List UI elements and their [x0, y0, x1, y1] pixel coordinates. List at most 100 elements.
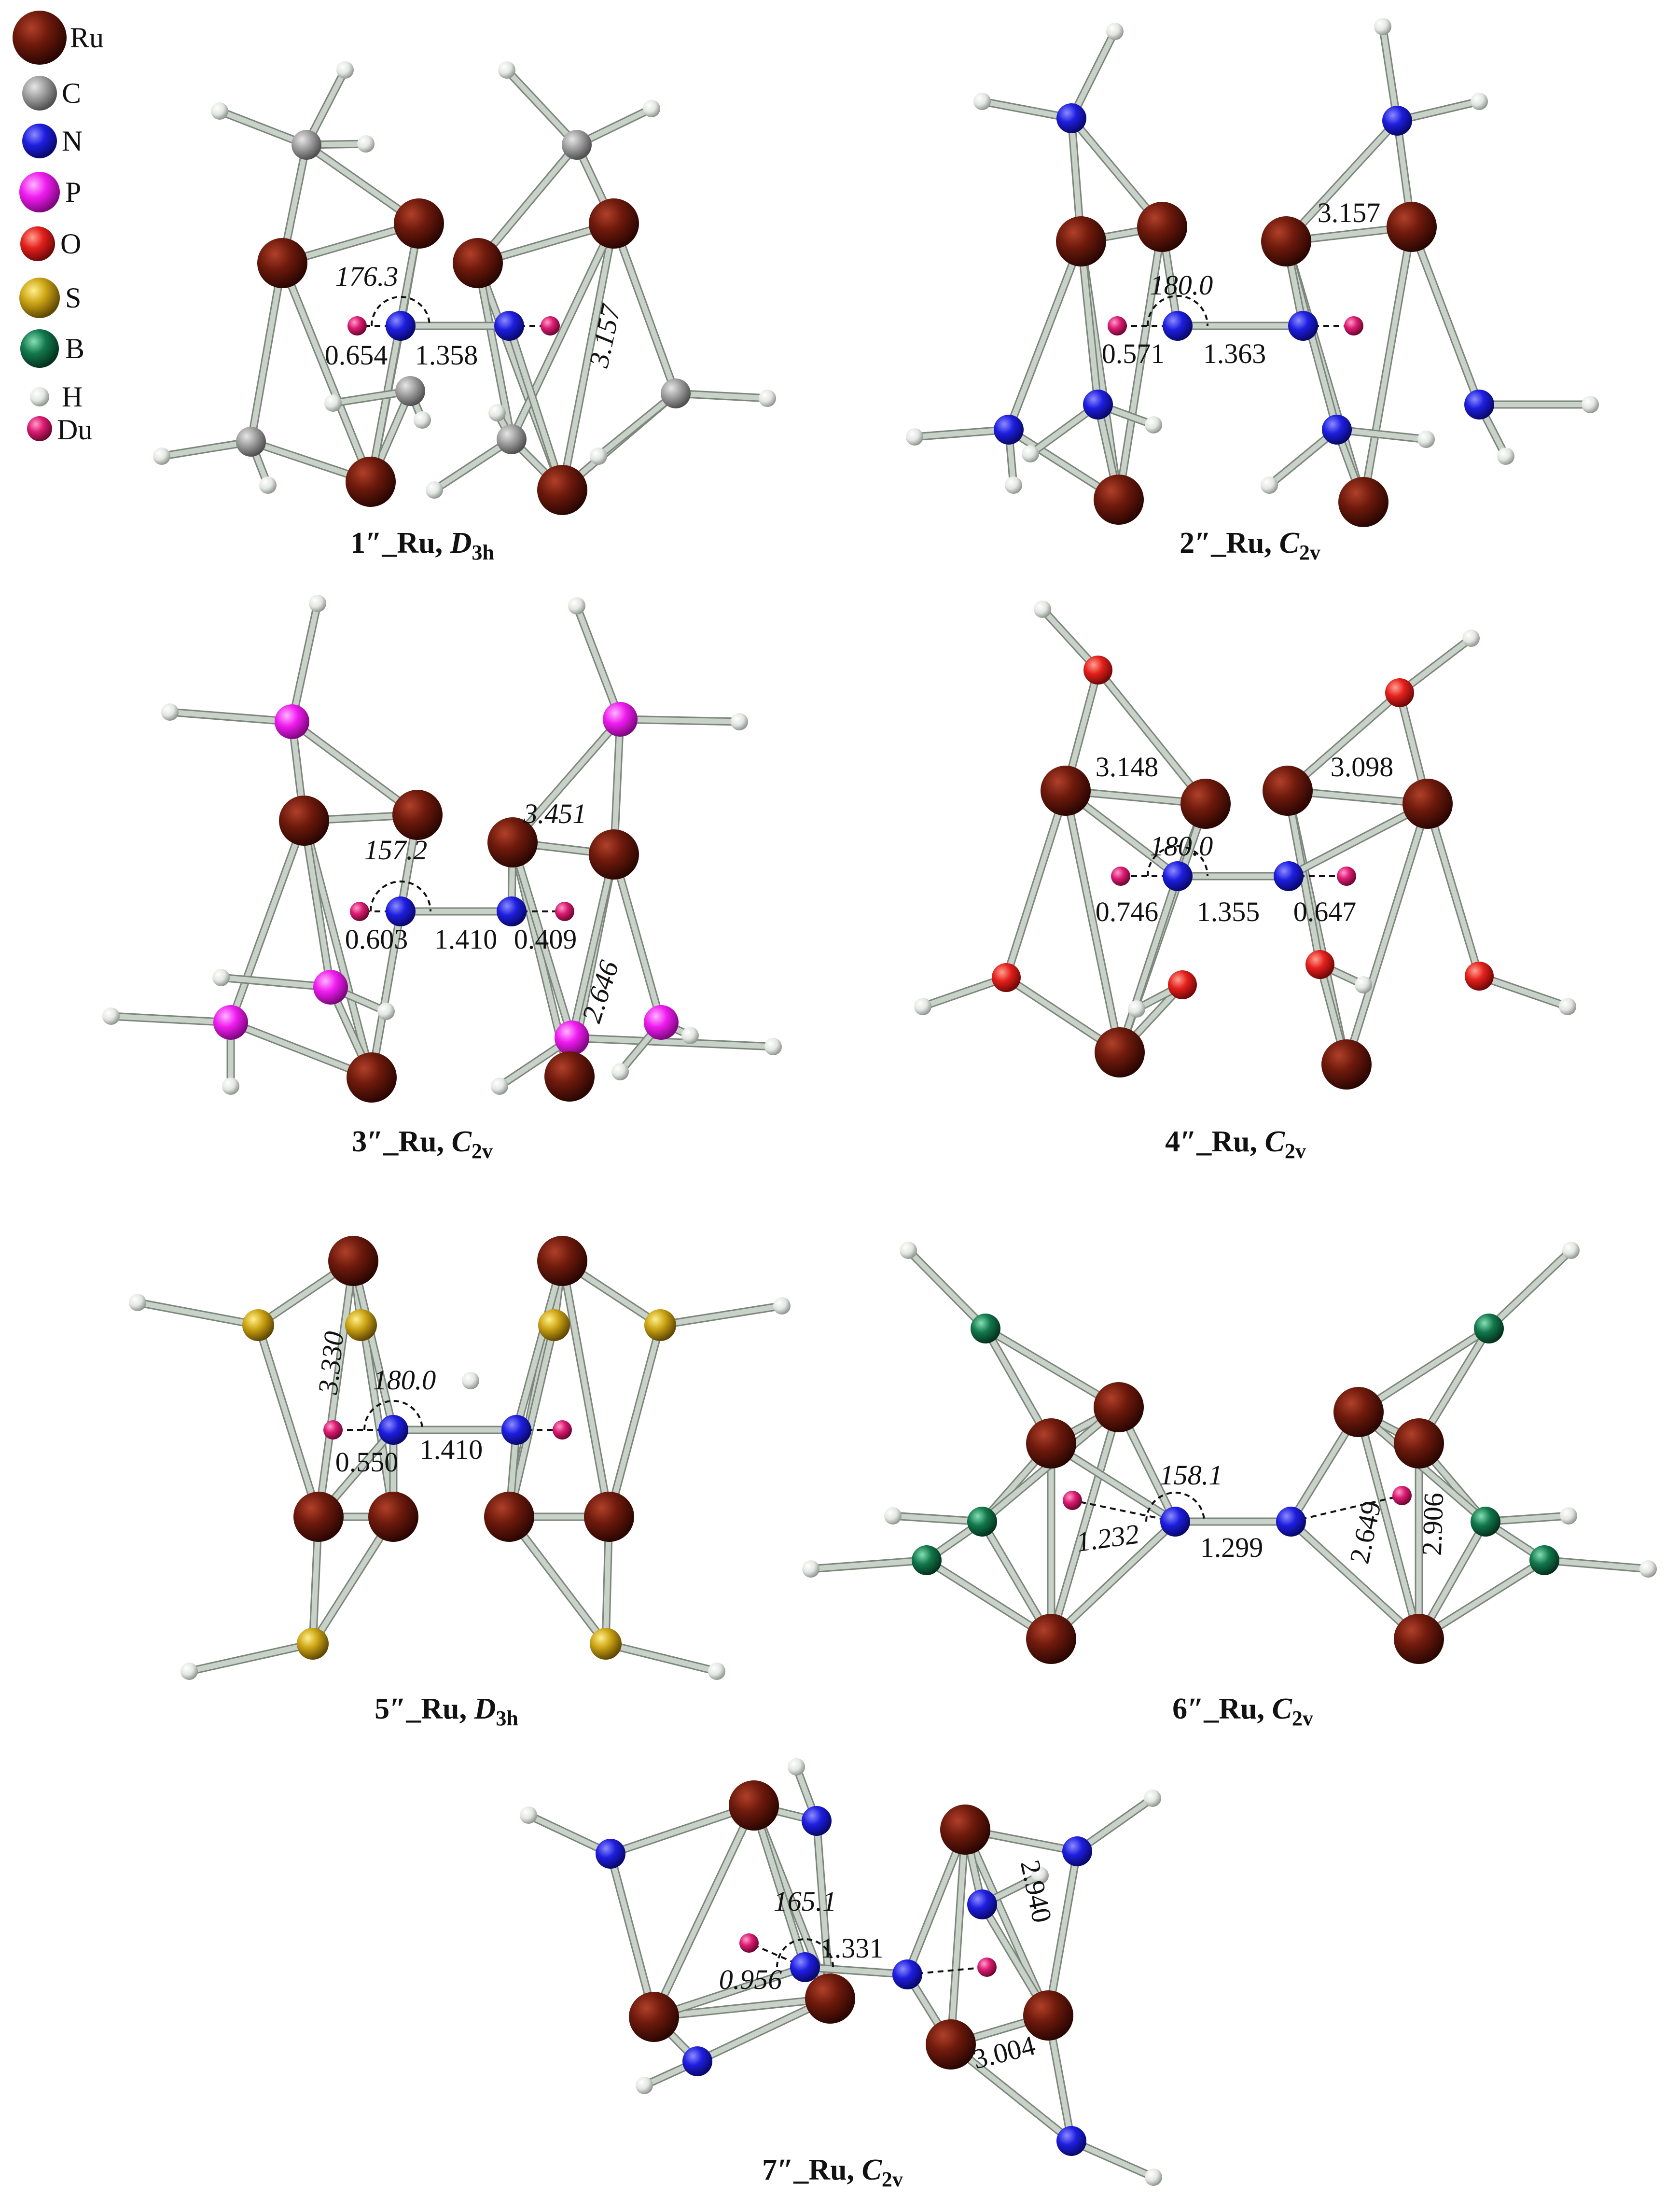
ru-atom — [729, 1780, 779, 1831]
ru-atom — [805, 1973, 855, 2024]
h-atom — [1145, 416, 1162, 434]
bond — [506, 1514, 609, 1647]
h-atom — [1145, 2168, 1162, 2186]
s-atom-icon — [19, 278, 60, 318]
n-atom — [1322, 415, 1352, 445]
b-atom — [967, 1507, 997, 1537]
c-atom — [395, 376, 425, 406]
h-atom — [802, 1560, 819, 1578]
bond — [475, 142, 580, 266]
o-atom — [992, 963, 1021, 992]
h-atom — [1022, 445, 1039, 462]
ru-atom — [584, 1492, 634, 1542]
h-atom — [1562, 1242, 1580, 1259]
ru-atom — [1333, 1387, 1384, 1437]
bond — [514, 1258, 565, 1433]
n-atom — [1160, 1507, 1190, 1537]
c-atom — [497, 424, 527, 454]
h-atom — [764, 1038, 782, 1055]
symmetry-letter: C — [1272, 1692, 1292, 1725]
h-atom — [336, 61, 354, 79]
legend: Ru C N P O S B H — [13, 11, 104, 446]
ru-atom — [940, 1804, 990, 1855]
bond — [1048, 1519, 1178, 1642]
bond-angle-arc — [363, 1400, 423, 1430]
bond — [108, 1013, 234, 1025]
bond — [1361, 224, 1415, 505]
bond — [651, 1964, 808, 2020]
bond-angle-arc — [371, 296, 430, 326]
n-atom — [501, 1415, 531, 1445]
c-atom — [661, 378, 691, 408]
bond — [1344, 801, 1430, 1067]
legend-item-du: Du — [27, 414, 92, 446]
distance-label: 3.148 — [1096, 751, 1159, 783]
angle-label: 158.1 — [1160, 1459, 1223, 1491]
structure-caption: 3″_Ru, C2v — [352, 1125, 493, 1163]
structure-caption: 7″_Ru, C2v — [762, 2154, 903, 2191]
o-atom — [1083, 656, 1112, 685]
dummy-atom — [350, 902, 369, 921]
h-atom-icon — [30, 387, 49, 406]
ru-atom — [1321, 1039, 1372, 1090]
h-atom — [259, 476, 277, 494]
h-atom — [731, 713, 748, 730]
ru-atom — [1137, 202, 1187, 252]
bond — [948, 1827, 968, 2047]
s-atom — [242, 1309, 274, 1341]
distance-label: 1.331 — [820, 1932, 884, 1964]
ru-atom — [1026, 1614, 1076, 1664]
h-atom — [377, 1003, 395, 1020]
bond — [559, 221, 617, 493]
h-atom — [1374, 18, 1391, 35]
symmetry-subscript: 3h — [496, 1706, 518, 1730]
ru-atom — [484, 1492, 534, 1542]
h-atom — [568, 597, 585, 615]
symmetry-letter: D — [450, 527, 472, 559]
h-atom — [1261, 476, 1278, 494]
h-atom — [129, 1294, 146, 1311]
bond — [569, 1035, 776, 1049]
bond — [1063, 788, 1123, 1055]
structure-5-labels: 180.0 0.550 1.410 3.330 5″_Ru, D3h — [312, 1330, 518, 1730]
h-atom — [1560, 1507, 1577, 1525]
legend-label: N — [62, 125, 83, 157]
c-atom — [562, 130, 592, 160]
bond — [186, 1641, 316, 1674]
bond — [475, 260, 514, 442]
symmetry-letter: C — [452, 1125, 472, 1158]
ru-atom — [537, 1236, 587, 1286]
h-atom — [1639, 1560, 1657, 1578]
symmetry-subscript: 2v — [1285, 1139, 1306, 1163]
bond-angle-arc — [776, 1938, 834, 1968]
distance-label: 0.956 — [719, 1964, 782, 1995]
bond — [1074, 1795, 1155, 1854]
symmetry-subscript: 2v — [1292, 1706, 1313, 1730]
bond — [751, 1803, 808, 1970]
dummy-atom — [553, 1420, 572, 1440]
angle-label: 165.1 — [774, 1886, 837, 1917]
ru-atom — [1263, 766, 1313, 816]
s-atom — [297, 1628, 329, 1660]
bond — [608, 1803, 757, 1857]
ru-atom-icon — [13, 11, 67, 65]
n-atom — [1274, 861, 1304, 891]
ru-atom — [1095, 1027, 1145, 1077]
structure-6-labels: 158.1 1.232 1.299 2.649 2.906 6″_Ru, C2v — [1074, 1459, 1449, 1730]
distance-label: 3.451 — [523, 798, 587, 829]
p-atom — [555, 1021, 589, 1055]
bond — [1409, 224, 1482, 407]
bond — [1117, 873, 1180, 1055]
b-atom-icon — [20, 329, 59, 368]
distance-label: 0.746 — [1096, 896, 1159, 927]
o-atom — [1305, 950, 1334, 979]
legend-label: H — [62, 381, 83, 413]
h-atom — [180, 1663, 198, 1680]
caption-id: 3″_Ru, — [352, 1125, 452, 1158]
dummy-atom — [1108, 316, 1127, 336]
h-atom — [1497, 448, 1514, 465]
legend-item-ru: Ru — [13, 11, 104, 65]
bond — [1476, 973, 1570, 1009]
bond — [920, 975, 1009, 1009]
